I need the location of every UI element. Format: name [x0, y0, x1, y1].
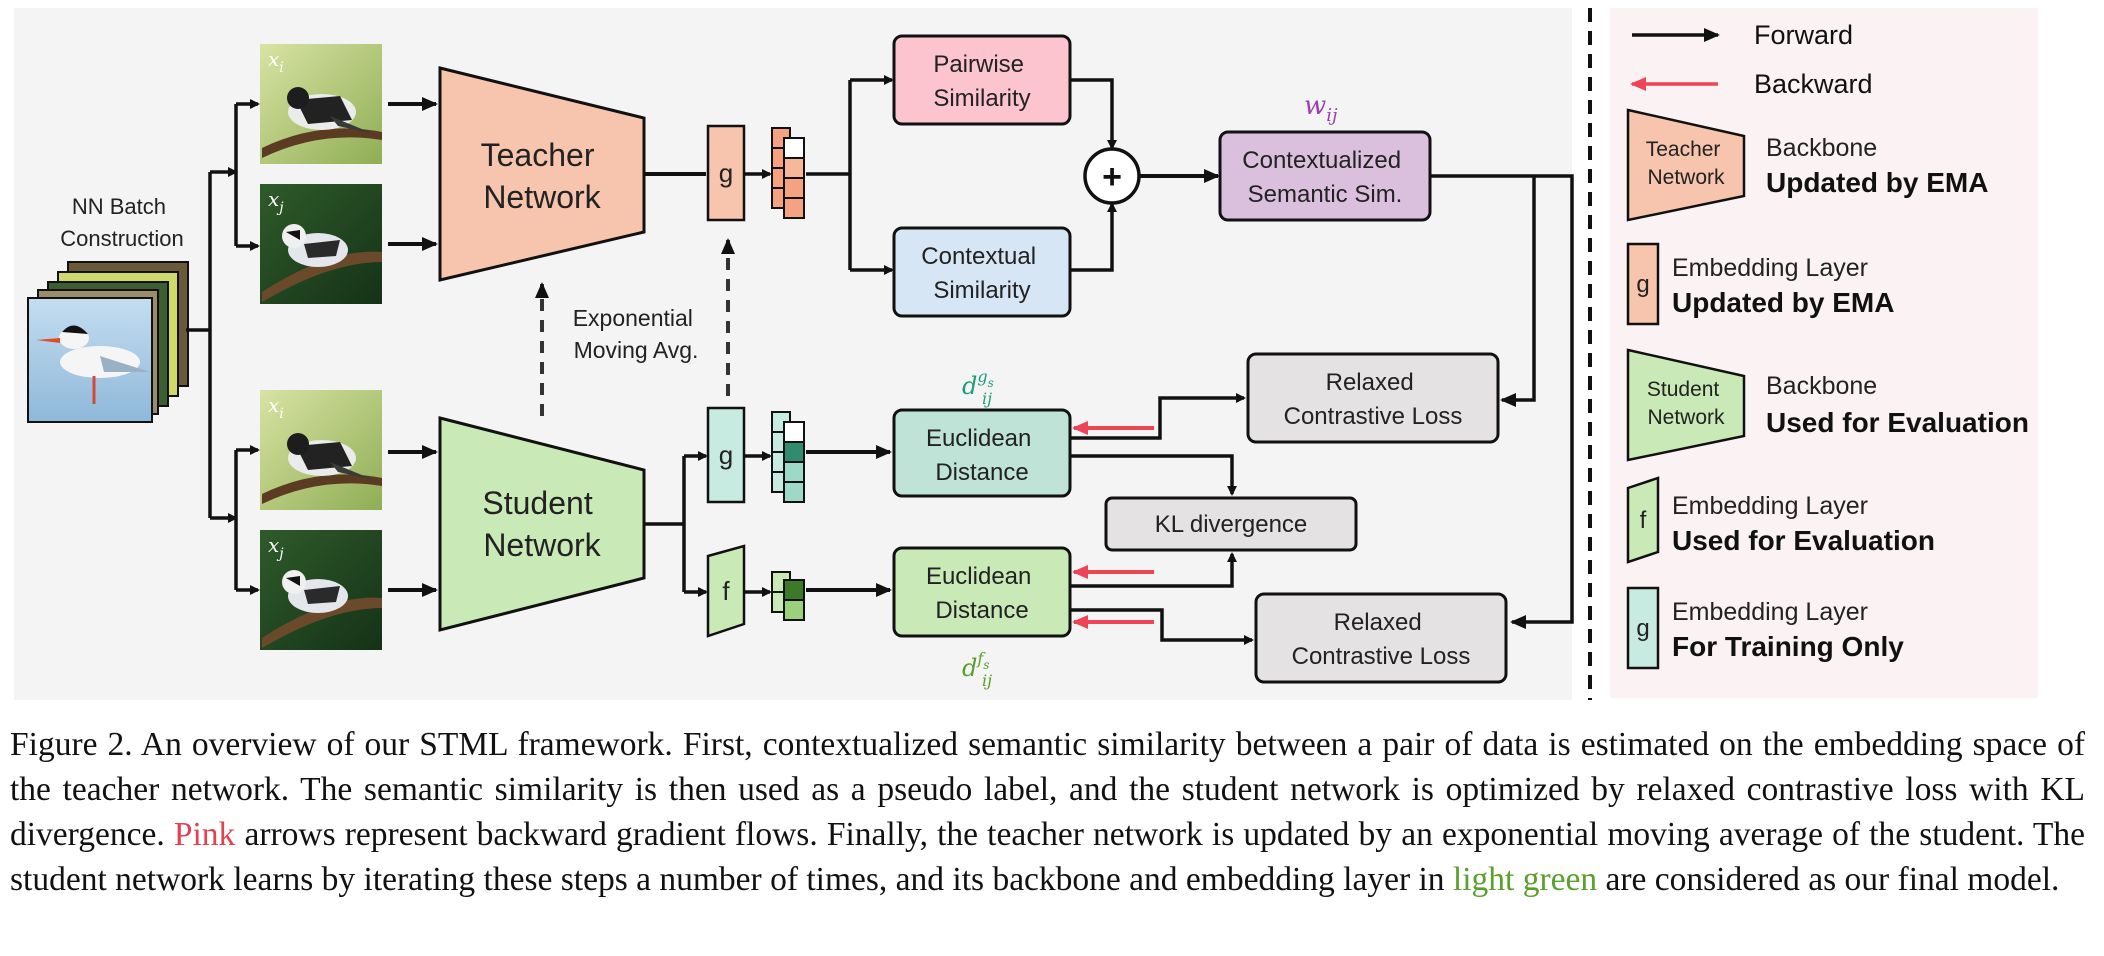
- legend-background: [1610, 8, 2038, 698]
- teacher-similarity-connectors: [806, 75, 894, 275]
- teacher-sample-xi-image: [260, 44, 382, 164]
- student-embedding-connectors: [644, 451, 708, 597]
- legend-student-title: Backbone: [1766, 372, 1877, 400]
- teacher-network: [438, 66, 646, 282]
- euclidean-distance-teacher-g-box: [892, 408, 1072, 498]
- legend-f-icon: [1626, 476, 1660, 564]
- caption-text-2: arrows represent backward gradient flows…: [10, 816, 2086, 898]
- legend-student-icon-label: Student Network: [1647, 378, 1725, 429]
- student-g-embedding-vector: [771, 411, 805, 503]
- student-g-label: g: [719, 440, 733, 470]
- relaxed-contrastive-loss-bottom-box: [1254, 592, 1508, 684]
- student-sample-xj-image: [260, 530, 382, 650]
- contextual-similarity-label: Contextual Similarity: [921, 243, 1042, 304]
- stml-framework-diagram: NN Batch Construction xi xj: [14, 8, 2038, 700]
- legend-f-title: Embedding Layer: [1672, 492, 1868, 520]
- caption-pink-word: Pink: [173, 816, 236, 853]
- relaxed-contrastive-loss-top-box: [1246, 352, 1500, 444]
- euclidean-distance-g-label: Euclidean Distance: [926, 425, 1038, 486]
- relaxed-contrastive-loss-top-label: Relaxed Contrastive Loss: [1284, 369, 1463, 430]
- legend-forward-label: Forward: [1754, 20, 1853, 50]
- contextualized-semantic-sim-label: Contextualized Semantic Sim.: [1242, 147, 1407, 208]
- batch-connectors: [186, 99, 260, 595]
- ema-label: Exponential Moving Avg.: [573, 305, 700, 363]
- teacher-network-label: Teacher Network: [481, 137, 604, 215]
- legend-g-student-title: Embedding Layer: [1672, 598, 1868, 626]
- figure-caption: Figure 2. An overview of our STML framew…: [10, 722, 2085, 902]
- euclidean-distance-f-label: Euclidean Distance: [926, 563, 1038, 624]
- ema-arrows: [535, 238, 735, 416]
- legend-student-desc: Used for Evaluation: [1766, 407, 2029, 438]
- pairwise-similarity-label: Pairwise Similarity: [933, 51, 1030, 112]
- caption-light-green-word: light green: [1452, 861, 1598, 898]
- image-to-network-arrows: [388, 97, 438, 597]
- legend-g-student-desc: For Training Only: [1672, 631, 1904, 662]
- similarity-to-plus-connectors: [1070, 78, 1117, 272]
- teacher-g-label: g: [719, 158, 733, 188]
- css-to-loss-connectors: [1430, 174, 1574, 629]
- euclidean-distance-f-box: [892, 546, 1072, 638]
- legend-g-student-icon: [1626, 586, 1660, 670]
- student-g-embedding: [706, 406, 746, 504]
- backward-gradient-arrows: [1072, 421, 1154, 629]
- caption-text-1: Figure 2. An overview of our STML framew…: [10, 726, 2085, 853]
- contextual-similarity-box: [892, 226, 1072, 318]
- relaxed-contrastive-loss-bottom-label: Relaxed Contrastive Loss: [1292, 609, 1471, 670]
- euclid-to-loss-arrows: [1070, 393, 1254, 645]
- teacher-embedding-vector: [771, 127, 805, 219]
- legend-g-teacher-icon-label: g: [1636, 271, 1649, 298]
- legend-teacher-icon: [1626, 108, 1746, 222]
- legend-g-teacher-title: Embedding Layer: [1672, 254, 1868, 282]
- student-xi-label: xi: [268, 393, 284, 422]
- student-f-embedding: [706, 544, 746, 638]
- caption-text-3: are considered as our final model.: [1597, 861, 2060, 898]
- wij-label: wij: [1304, 91, 1338, 126]
- student-network: [438, 416, 646, 632]
- legend-f-icon-label: f: [1640, 507, 1647, 534]
- student-sample-xi-image: [260, 390, 382, 510]
- nn-batch-stack-icon: [27, 261, 189, 423]
- plus-sign: +: [1102, 158, 1122, 196]
- kl-divergence-label: KL divergence: [1155, 511, 1308, 538]
- student-network-label: Student Network: [482, 485, 601, 563]
- legend-g-teacher-desc: Updated by EMA: [1672, 287, 1894, 318]
- legend-backward-label: Backward: [1754, 69, 1873, 99]
- kl-divergence-box: [1104, 496, 1358, 552]
- legend-g-teacher-icon: [1626, 242, 1660, 326]
- student-f-label: f: [722, 576, 730, 606]
- teacher-sample-xj-image: [260, 184, 382, 304]
- legend-g-student-icon-label: g: [1636, 615, 1649, 642]
- legend-f-desc: Used for Evaluation: [1672, 525, 1935, 556]
- teacher-xi-label: xi: [268, 47, 284, 76]
- legend-teacher-desc: Updated by EMA: [1766, 167, 1988, 198]
- legend-student-icon: [1626, 348, 1746, 462]
- student-f-embedding-vector: [771, 571, 805, 621]
- batch-label: NN Batch Construction: [60, 194, 184, 251]
- legend-teacher-title: Backbone: [1766, 134, 1877, 162]
- student-xj-label: xj: [268, 533, 284, 562]
- teacher-xj-label: xj: [268, 187, 284, 216]
- legend-teacher-icon-label: Teacher Network: [1646, 138, 1727, 189]
